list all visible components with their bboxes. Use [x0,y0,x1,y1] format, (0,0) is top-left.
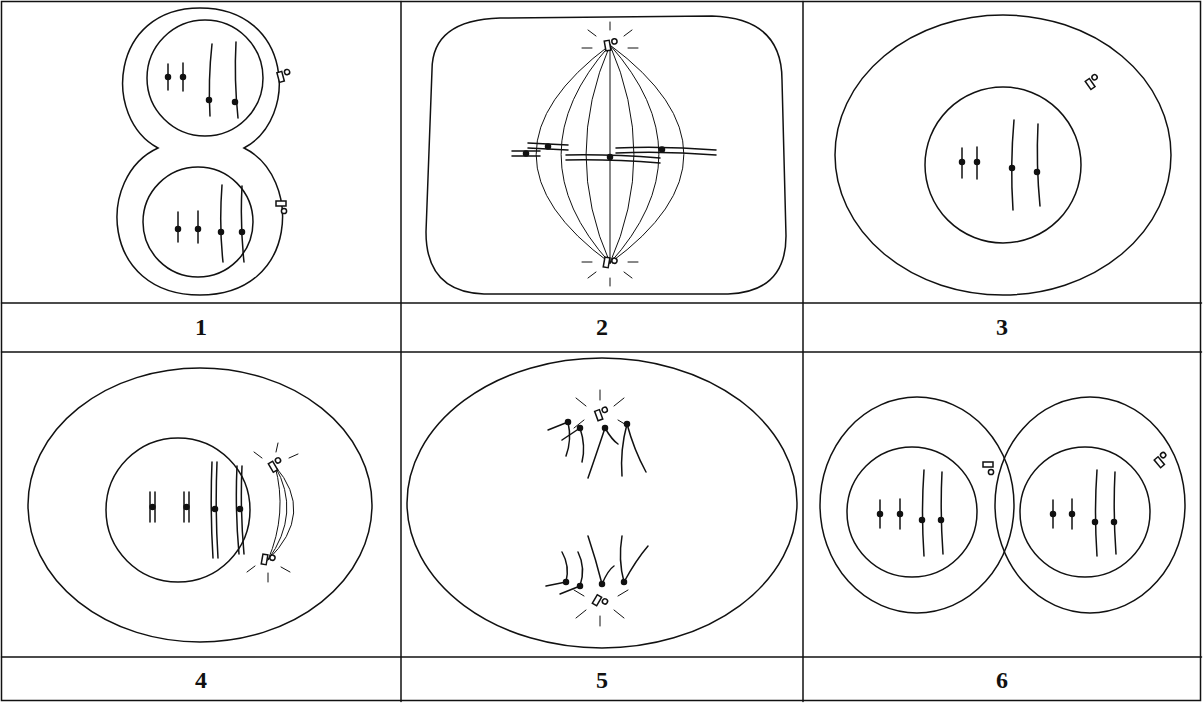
daughter-cells [820,397,1185,613]
prophase-cell [28,368,372,642]
cell-number: 1 [195,314,207,341]
anaphase-cell [407,358,797,648]
cell-number: 4 [195,667,207,694]
cell-number: 6 [996,667,1008,694]
cell-number: 5 [596,667,608,694]
cell-number: 3 [996,314,1008,341]
metaphase-cell [426,16,786,294]
interphase-cell [835,15,1171,295]
cell-number: 2 [596,314,608,341]
telophase-cell [117,8,292,295]
